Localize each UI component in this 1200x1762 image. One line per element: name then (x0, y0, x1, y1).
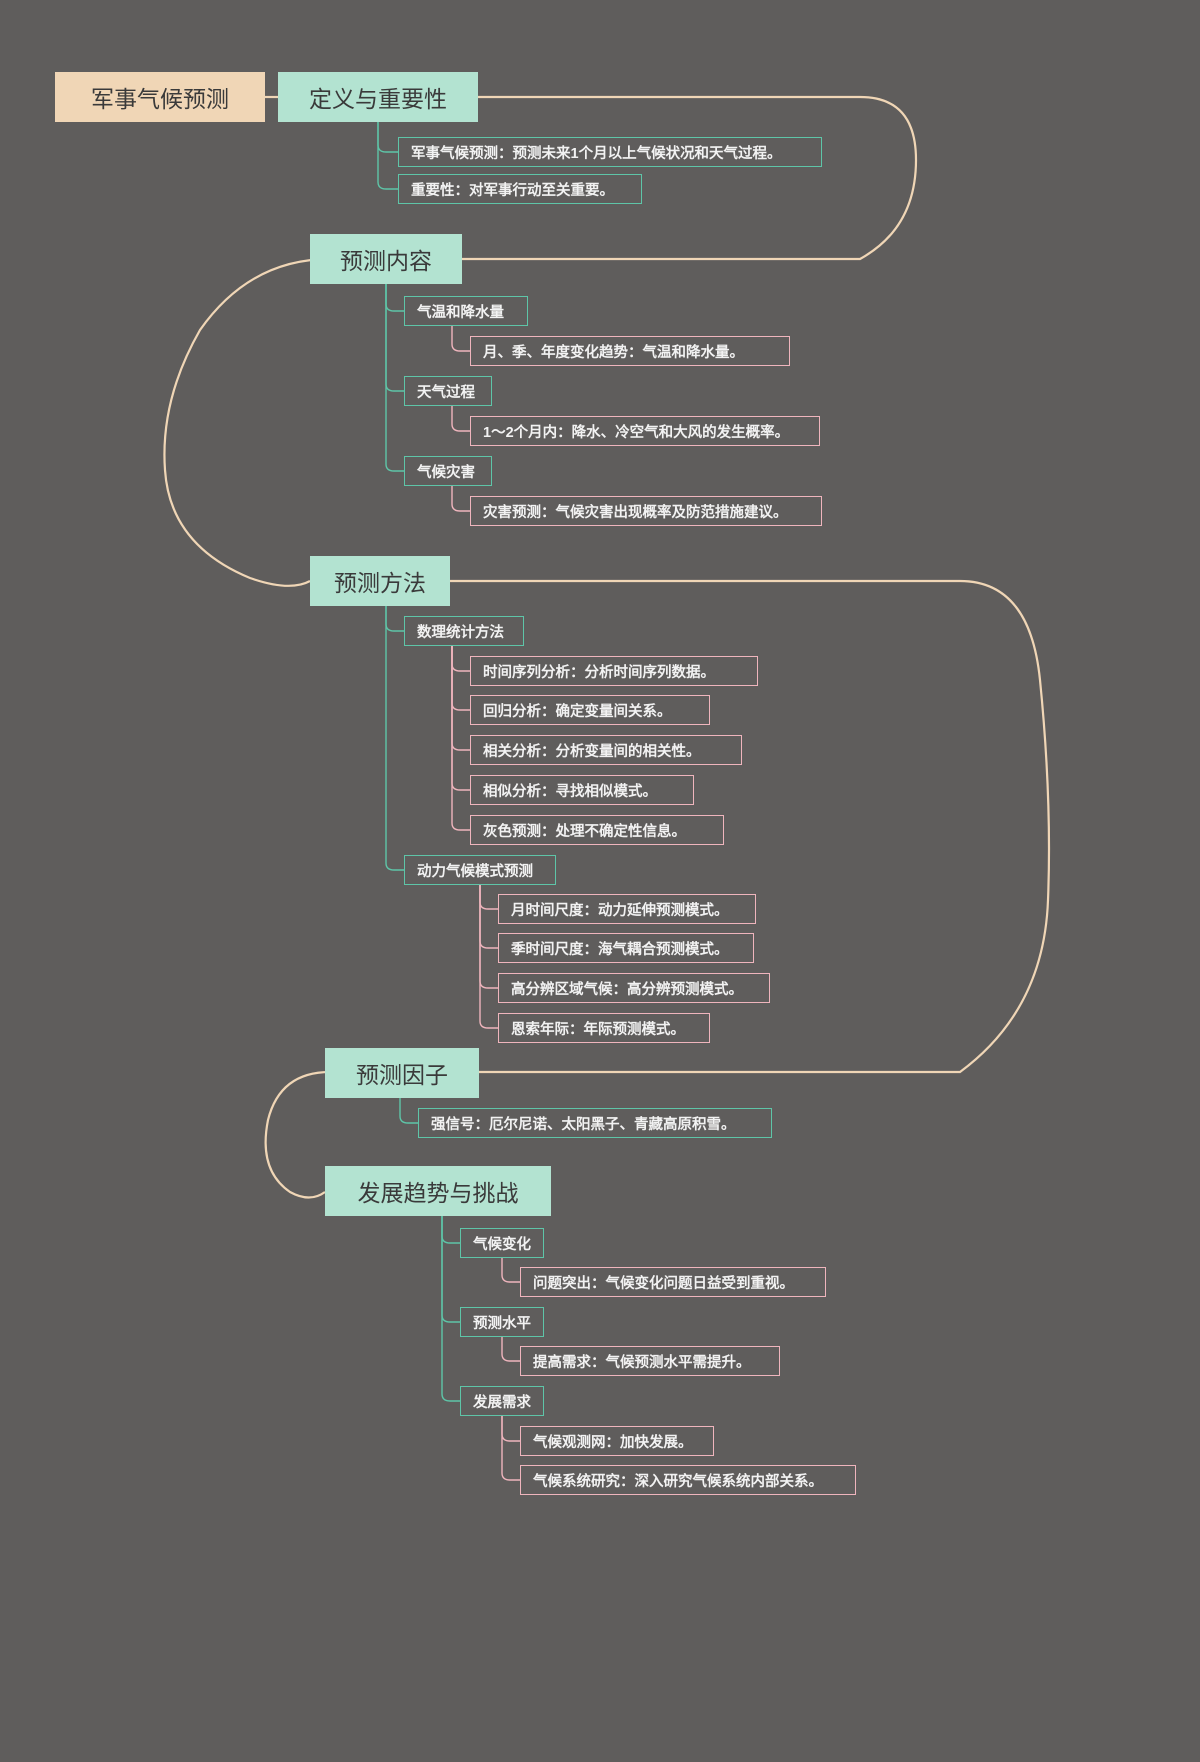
edge-b4-c2 (441, 1216, 460, 1402)
leaf-node-observation-network[interactable]: 气候观测网：加快发展。 (520, 1426, 714, 1456)
sub-node-climate-change[interactable]: 气候变化 (460, 1228, 544, 1258)
leaf-node-weather-probability[interactable]: 1～2个月内：降水、冷空气和大风的发生概率。 (470, 416, 820, 446)
node-label: 时间序列分析：分析时间序列数据。 (483, 664, 715, 681)
branch-label: 定义与重要性 (309, 86, 447, 112)
node-label: 重要性：对军事行动至关重要。 (411, 182, 614, 199)
leaf-node-strong-signals[interactable]: 强信号：厄尔尼诺、太阳黑子、青藏高原积雪。 (418, 1108, 772, 1138)
edge-b4-c2-g1 (501, 1416, 520, 1481)
edge-b1-c0 (385, 284, 404, 312)
edge-b2-c1 (385, 606, 404, 871)
node-label: 强信号：厄尔尼诺、太阳黑子、青藏高原积雪。 (431, 1116, 736, 1133)
node-label: 月、季、年度变化趋势：气温和降水量。 (483, 344, 744, 361)
leaf-node-enso-interannual[interactable]: 恩索年际：年际预测模式。 (498, 1013, 710, 1043)
node-label: 季时间尺度：海气耦合预测模式。 (511, 941, 729, 958)
node-label: 回归分析：确定变量间关系。 (483, 703, 672, 720)
root-node[interactable]: 军事气候预测 (55, 72, 265, 122)
edge-b2-c0 (385, 606, 404, 632)
root-node-label: 军事气候预测 (91, 86, 229, 112)
edge-b1-c2 (385, 284, 404, 472)
node-label: 气候变化 (473, 1236, 531, 1253)
sub-node-climate-disaster[interactable]: 气候灾害 (404, 456, 492, 486)
edge-b2-c1-g3 (479, 885, 498, 1029)
node-label: 气候系统研究：深入研究气候系统内部关系。 (533, 1473, 823, 1490)
node-label: 数理统计方法 (417, 624, 504, 641)
leaf-node-importance[interactable]: 重要性：对军事行动至关重要。 (398, 174, 642, 204)
edge-b4-c1-g0 (501, 1337, 520, 1362)
leaf-node-regression-analysis[interactable]: 回归分析：确定变量间关系。 (470, 695, 710, 725)
leaf-node-correlation-analysis[interactable]: 相关分析：分析变量间的相关性。 (470, 735, 742, 765)
sub-node-forecast-level[interactable]: 预测水平 (460, 1307, 544, 1337)
sub-node-dynamic-climate-model[interactable]: 动力气候模式预测 (404, 855, 556, 885)
edge-b1-c1 (385, 284, 404, 392)
branch-node-trends-challenges[interactable]: 发展趋势与挑战 (325, 1166, 551, 1216)
sub-node-weather-process[interactable]: 天气过程 (404, 376, 492, 406)
edge-b4-c0-g0 (501, 1258, 520, 1283)
edge-b2-c0-g3 (451, 646, 470, 791)
node-label: 预测水平 (473, 1315, 531, 1332)
node-label: 提高需求：气候预测水平需提升。 (533, 1354, 751, 1371)
edge-b4-c0 (441, 1216, 460, 1244)
node-label: 天气过程 (417, 384, 475, 401)
edge-b1-c0-g0 (451, 326, 470, 352)
branch-label: 预测内容 (340, 248, 432, 274)
sub-node-development-needs[interactable]: 发展需求 (460, 1386, 544, 1416)
node-label: 灰色预测：处理不确定性信息。 (483, 823, 686, 840)
node-label: 问题突出：气候变化问题日益受到重视。 (533, 1275, 794, 1292)
leaf-node-high-resolution-regional[interactable]: 高分辨区域气候：高分辨预测模式。 (498, 973, 770, 1003)
leaf-node-improvement-demand[interactable]: 提高需求：气候预测水平需提升。 (520, 1346, 780, 1376)
edge-b4-c1 (441, 1216, 460, 1323)
node-label: 恩索年际：年际预测模式。 (511, 1021, 685, 1038)
leaf-node-disaster-forecast[interactable]: 灾害预测：气候灾害出现概率及防范措施建议。 (470, 496, 822, 526)
node-label: 相关分析：分析变量间的相关性。 (483, 743, 701, 760)
node-label: 相似分析：寻找相似模式。 (483, 783, 657, 800)
node-label: 军事气候预测：预测未来1个月以上气候状况和天气过程。 (411, 145, 782, 162)
leaf-node-definition-detail[interactable]: 军事气候预测：预测未来1个月以上气候状况和天气过程。 (398, 137, 822, 167)
edge-b0-c1 (377, 122, 398, 190)
node-label: 气候灾害 (417, 464, 475, 481)
branch-label: 预测方法 (334, 570, 426, 596)
node-label: 气候观测网：加快发展。 (533, 1434, 693, 1451)
edge-b2-c1-g1 (479, 885, 498, 949)
leaf-node-time-series-analysis[interactable]: 时间序列分析：分析时间序列数据。 (470, 656, 758, 686)
leaf-node-climate-system-research[interactable]: 气候系统研究：深入研究气候系统内部关系。 (520, 1465, 856, 1495)
node-label: 高分辨区域气候：高分辨预测模式。 (511, 981, 743, 998)
edge-b3-c0 (399, 1098, 418, 1124)
branch-label: 预测因子 (356, 1062, 448, 1088)
edge-b2-c1-g0 (479, 885, 498, 910)
edge-b0-c0 (377, 122, 398, 153)
branch-node-forecast-methods[interactable]: 预测方法 (310, 556, 450, 606)
leaf-node-monthly-scale[interactable]: 月时间尺度：动力延伸预测模式。 (498, 894, 756, 924)
branch-node-forecast-factors[interactable]: 预测因子 (325, 1048, 479, 1098)
node-label: 发展需求 (473, 1394, 531, 1411)
edge-b2-c0-g1 (451, 646, 470, 711)
edge-b2-c1-g2 (479, 885, 498, 989)
leaf-node-prominent-issue[interactable]: 问题突出：气候变化问题日益受到重视。 (520, 1267, 826, 1297)
leaf-node-similarity-analysis[interactable]: 相似分析：寻找相似模式。 (470, 775, 694, 805)
leaf-node-seasonal-scale[interactable]: 季时间尺度：海气耦合预测模式。 (498, 933, 754, 963)
node-label: 1～2个月内：降水、冷空气和大风的发生概率。 (483, 424, 790, 441)
edge-b2-c0-g0 (451, 646, 470, 672)
branch-label: 发展趋势与挑战 (357, 1180, 519, 1206)
sub-node-statistical-methods[interactable]: 数理统计方法 (404, 616, 524, 646)
leaf-node-temp-precip-trend[interactable]: 月、季、年度变化趋势：气温和降水量。 (470, 336, 790, 366)
leaf-node-grey-forecast[interactable]: 灰色预测：处理不确定性信息。 (470, 815, 724, 845)
node-label: 月时间尺度：动力延伸预测模式。 (511, 902, 729, 919)
edge-b4-c2-g0 (501, 1416, 520, 1442)
edge-b1-c2-g0 (451, 486, 470, 512)
branch-node-forecast-content[interactable]: 预测内容 (310, 234, 462, 284)
sub-node-temperature-precipitation[interactable]: 气温和降水量 (404, 296, 528, 326)
edge-b1-c1-g0 (451, 406, 470, 432)
node-label: 动力气候模式预测 (417, 863, 533, 880)
branch-node-definition[interactable]: 定义与重要性 (278, 72, 478, 122)
edge-b2-c0-g2 (451, 646, 470, 751)
node-label: 灾害预测：气候灾害出现概率及防范措施建议。 (483, 504, 788, 521)
node-label: 气温和降水量 (417, 304, 504, 321)
edge-b2-c0-g4 (451, 646, 470, 831)
